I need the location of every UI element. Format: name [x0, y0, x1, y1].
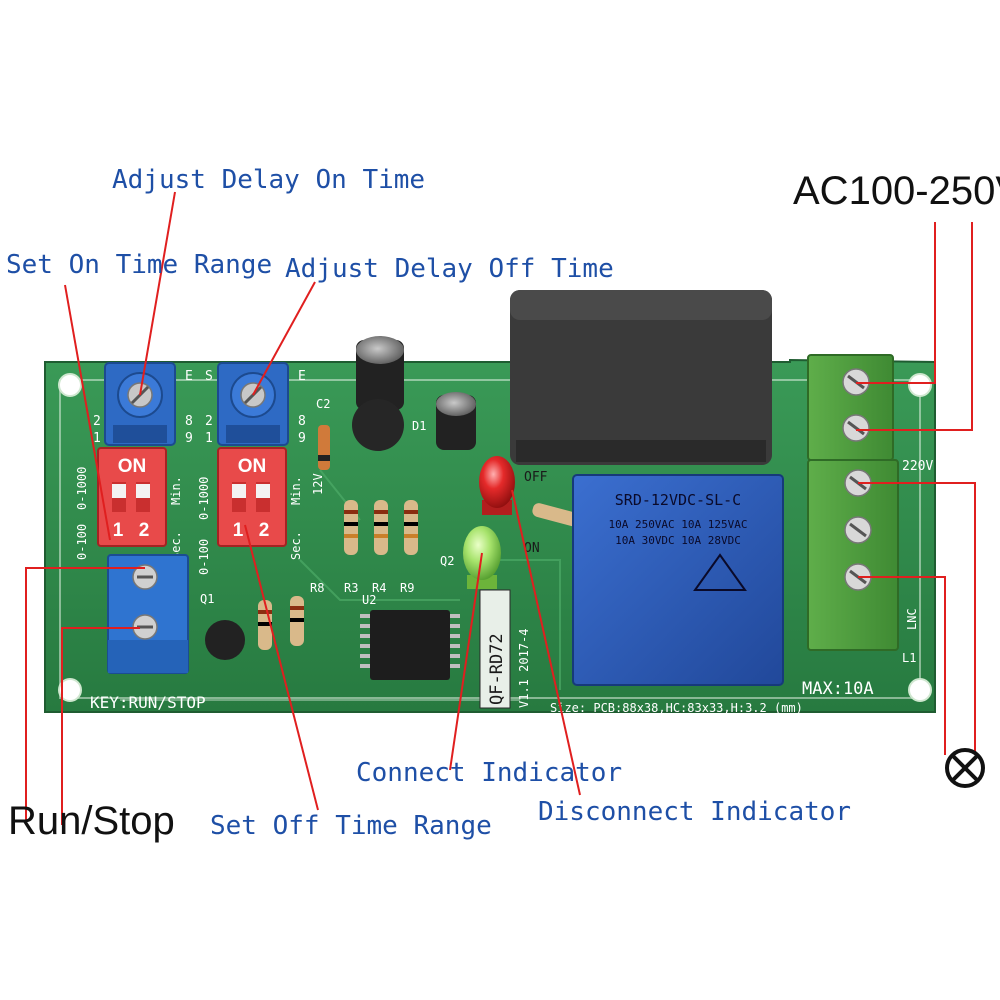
dip-one-text: 1	[113, 520, 124, 541]
dip-two-text: 2	[139, 520, 150, 541]
led-red	[479, 456, 515, 515]
dip-switch-off-range[interactable]: ON 1 2	[217, 447, 287, 547]
diode	[318, 425, 330, 470]
version-label: V1.1 2017-4	[517, 629, 531, 708]
dip-two-text-2: 2	[259, 520, 270, 541]
ac-terminal-block[interactable]	[807, 354, 894, 461]
v220-label: 220V	[902, 459, 933, 474]
max-label: MAX:10A	[802, 679, 874, 699]
r9-label: R9	[400, 581, 414, 595]
dip-on-text-2: ON	[238, 456, 267, 477]
u2-label: U2	[362, 593, 376, 607]
c2-label: C2	[316, 397, 330, 411]
capacitor-large	[356, 336, 404, 410]
relay: SRD-12VDC-SL-C 10A 250VAC 10A 125VAC 10A…	[572, 474, 784, 686]
lamp-icon	[945, 748, 985, 788]
q1-label: Q1	[200, 592, 214, 606]
transformer	[510, 290, 772, 465]
lnc-label: LNC	[905, 608, 919, 630]
load-terminal-block[interactable]	[807, 459, 899, 651]
ac-voltage-label: AC100-250V	[793, 169, 1000, 213]
key-label: KEY:RUN/STOP	[90, 693, 206, 712]
silkscreen-pot-numbers: 2 1 8 9 E 2 1 8 9 E S	[93, 369, 306, 446]
svg-text:9: 9	[298, 431, 306, 446]
r4-label: R4	[372, 581, 386, 595]
range-left-1: 0-100	[75, 524, 89, 560]
adjust-delay-on-label: Adjust Delay On Time	[112, 165, 425, 195]
capacitor-small	[436, 392, 476, 450]
d1-label: D1	[412, 419, 426, 433]
dip-switch-on-range[interactable]: ON 1 2	[97, 447, 167, 547]
svg-text:2: 2	[93, 414, 101, 429]
min-1: Min.	[169, 476, 183, 505]
transistor-q1	[205, 620, 245, 660]
svg-text:9: 9	[185, 431, 193, 446]
svg-text:E: E	[298, 369, 306, 384]
svg-text:E: E	[185, 369, 193, 384]
run-stop-label: Run/Stop	[8, 799, 175, 843]
warning-triangle-icon	[693, 553, 747, 591]
svg-text:8: 8	[185, 414, 193, 429]
r8-label: R8	[310, 581, 324, 595]
v12-label: 12V	[311, 473, 325, 495]
annotations: Adjust Delay On Time Set On Time Range A…	[6, 165, 1000, 843]
range-silkscreen: 0-100 0-1000 Sec. Min. 0-100 0-1000 Sec.…	[75, 467, 303, 575]
set-off-range-label: Set Off Time Range	[210, 811, 492, 841]
q2-label: Q2	[440, 554, 454, 568]
dip-on-text: ON	[118, 456, 147, 477]
relay-model: SRD-12VDC-SL-C	[615, 491, 741, 509]
inductor	[352, 399, 404, 451]
min-2: Min.	[289, 476, 303, 505]
range-left-2: 0-100	[197, 539, 211, 575]
l1-label: L1	[902, 651, 916, 665]
sec-1: Sec.	[169, 531, 183, 560]
dip-one-text-2: 1	[233, 520, 244, 541]
resistors	[258, 500, 582, 650]
ic-chip-u2	[360, 610, 460, 680]
off-label: OFF	[524, 470, 548, 485]
svg-text:2: 2	[205, 414, 213, 429]
svg-text:1: 1	[205, 431, 213, 446]
potentiometer-off[interactable]	[217, 362, 289, 446]
r3-label: R3	[344, 581, 358, 595]
svg-text:1: 1	[93, 431, 101, 446]
connect-indicator-label: Connect Indicator	[356, 758, 622, 788]
on-label: ON	[524, 541, 540, 556]
run-stop-terminal[interactable]	[107, 554, 189, 674]
sec-2: Sec.	[289, 531, 303, 560]
range-mid-2: 0-1000	[197, 477, 211, 520]
pointer-lines	[25, 191, 976, 825]
disconnect-indicator-label: Disconnect Indicator	[538, 797, 851, 827]
board-silkscreen: KEY:RUN/STOP MAX:10A 220V OFF ON Q2 Q1 R…	[90, 397, 933, 715]
adjust-delay-off-label: Adjust Delay Off Time	[285, 254, 614, 284]
set-on-range-label: Set On Time Range	[6, 250, 272, 280]
size-label: Size: PCB:88x38,HC:83x33,H:3.2 (mm)	[550, 701, 803, 715]
range-mid-1: 0-1000	[75, 467, 89, 510]
relay-rating-2: 10A 30VDC 10A 28VDC	[615, 534, 741, 547]
svg-text:S: S	[205, 369, 213, 384]
relay-rating-1: 10A 250VAC 10A 125VAC	[608, 518, 747, 531]
potentiometer-on[interactable]	[104, 362, 176, 446]
model-label: QF-RD72	[487, 633, 507, 705]
svg-text:8: 8	[298, 414, 306, 429]
